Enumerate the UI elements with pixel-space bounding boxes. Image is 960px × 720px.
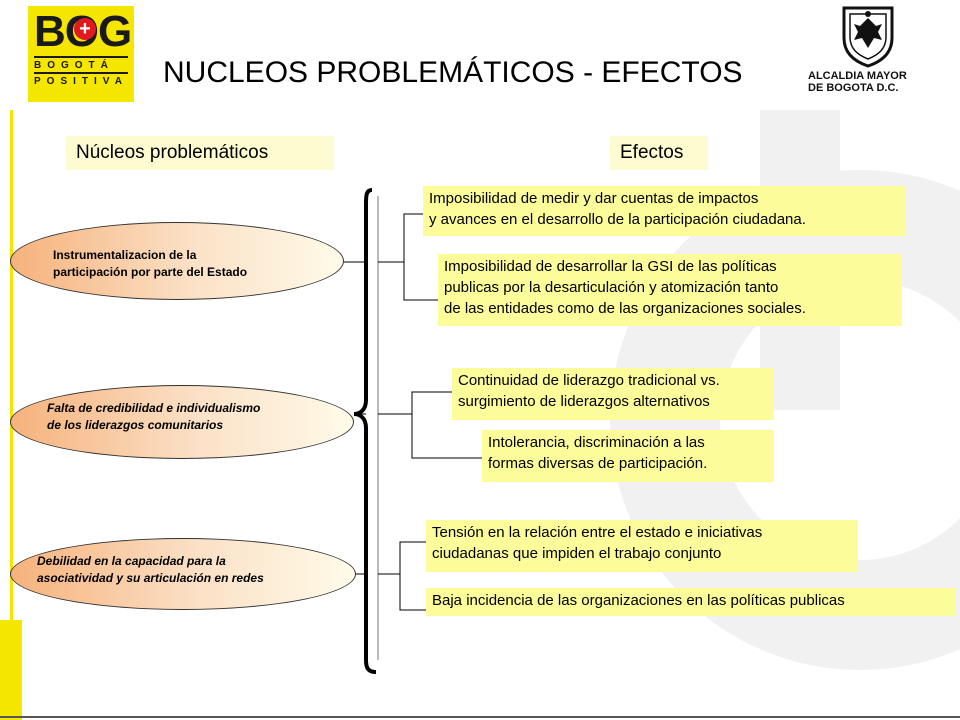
efecto-box-5: Tensión en la relación entre el estado e… [426,520,858,572]
efecto-5-line-2: ciudadanas que impiden el trabajo conjun… [432,545,722,562]
page-title: NUCLEOS PROBLEMÁTICOS - EFECTOS [163,56,743,89]
bracket-group-1 [403,213,438,301]
alcaldia-line-2: DE BOGOTA D.C. [808,82,899,94]
bottom-divider [0,716,960,718]
efecto-box-4: Intolerancia, discriminación a las forma… [482,430,774,482]
efecto-3-line-2: surgimiento de liderazgos alternativos [458,393,710,410]
left-accent-block [0,620,22,720]
efecto-4-line-1: Intolerancia, discriminación a las [488,434,705,451]
efecto-4-line-2: formas diversas de participación. [488,455,708,472]
alcaldia-line-1: ALCALDIA MAYOR [808,70,907,82]
nucleo-2-line-1: Falta de credibilidad e individualismo [47,401,261,415]
logo-rule [34,72,128,74]
efecto-box-2: Imposibilidad de desarrollar la GSI de l… [438,254,902,326]
header-efectos: Efectos [610,136,708,170]
efecto-5-line-1: Tensión en la relación entre el estado e… [432,524,763,541]
efecto-box-1: Imposibilidad de medir y dar cuentas de … [423,186,905,236]
nucleo-node-3: Debilidad en la capacidad para la asocia… [10,538,356,610]
nucleo-2-line-2: de los liderazgos comunitarios [47,418,224,432]
efecto-6-line-1: Baja incidencia de las organizaciones en… [432,592,845,609]
nucleo-1-line-2: participación por parte del Estado [53,265,248,279]
efecto-2-line-2: publicas por la desarticulación y atomiz… [444,279,779,296]
logo-line-2: POSITIVA [34,76,128,87]
efecto-1-line-1: Imposibilidad de medir y dar cuentas de … [429,190,759,207]
nucleo-1-line-1: Instrumentalizacion de la [53,248,197,262]
bracket-group-2 [411,391,482,459]
alcaldia-label: ALCALDIA MAYOR DE BOGOTA D.C. [808,70,928,94]
header-nucleos: Núcleos problemáticos [66,136,334,170]
efecto-box-6: Baja incidencia de las organizaciones en… [426,588,956,616]
efecto-3-line-1: Continuidad de liderazgo tradicional vs. [458,372,720,389]
left-accent-bar [10,110,13,620]
bracket-group-3 [399,541,426,611]
nucleo-node-2: Falta de credibilidad e individualismo d… [10,385,354,459]
nucleo-3-line-2: asociatividad y su articulación en redes [37,571,264,585]
logo-rule [34,56,128,58]
efecto-box-3: Continuidad de liderazgo tradicional vs.… [452,368,774,420]
logo-plus-icon: + [74,18,96,40]
bogota-positiva-logo: BOG + BOGOTÁ POSITIVA [28,6,134,102]
efecto-2-line-1: Imposibilidad de desarrollar la GSI de l… [444,258,777,275]
nucleo-node-1: Instrumentalizacion de la participación … [10,222,344,300]
efecto-1-line-2: y avances en el desarrollo de la partici… [429,211,806,228]
logo-line-1: BOGOTÁ [34,60,114,71]
nucleo-3-line-1: Debilidad en la capacidad para la [37,554,226,568]
bogota-coat-of-arms-icon [842,6,894,68]
efecto-2-line-3: de las entidades como de las organizacio… [444,300,806,317]
